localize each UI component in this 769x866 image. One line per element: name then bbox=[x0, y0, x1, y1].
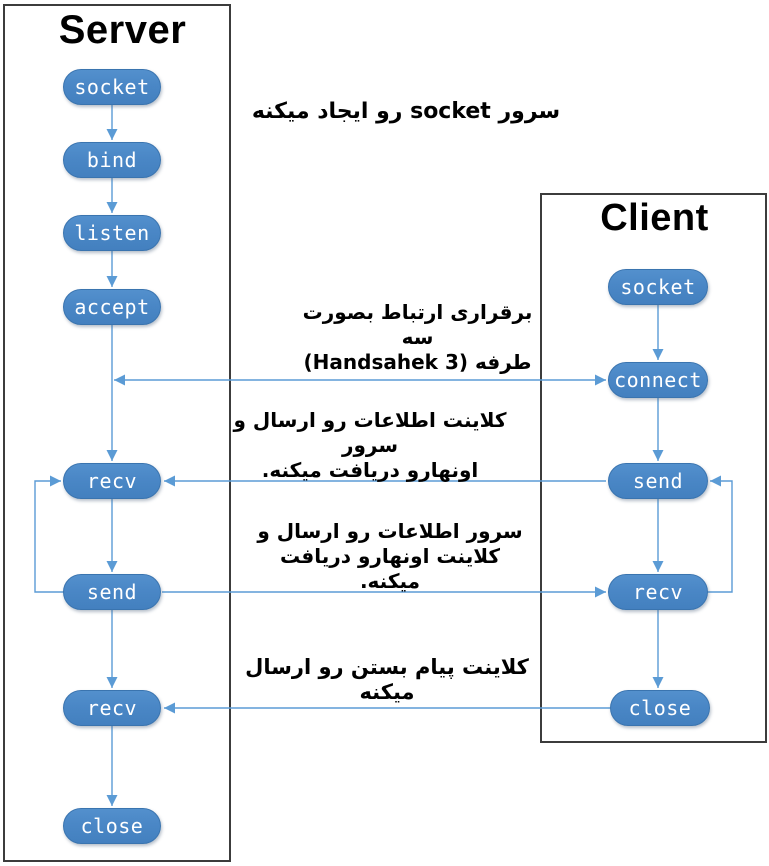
server-node-recv-2: recv bbox=[63, 690, 161, 726]
client-box bbox=[540, 193, 767, 743]
server-node-socket: socket bbox=[63, 69, 161, 105]
note-line: سرور socket رو ایجاد میکنه bbox=[251, 99, 561, 124]
note-line: کلاینت پیام بستن رو ارسال میکنه bbox=[245, 655, 529, 704]
server-box bbox=[3, 4, 231, 862]
client-node-connect: connect bbox=[608, 362, 708, 398]
note-line: کلاینت اونهارو دریافت میکنه. bbox=[279, 544, 501, 593]
arrow-client-loop-recv-to-send bbox=[706, 475, 733, 593]
note-server-creates-socket: سرور socket رو ایجاد میکنه bbox=[231, 98, 581, 125]
arrow-server-loop-send-to-recv bbox=[34, 475, 65, 593]
server-title: Server bbox=[58, 8, 187, 52]
note-line: برقراری ارتباط بصورت سه bbox=[302, 300, 533, 349]
note-line: اونهارو دریافت میکنه. bbox=[261, 458, 479, 482]
note-line: طرفه (3 Handsahek) bbox=[303, 350, 532, 374]
server-node-send: send bbox=[63, 574, 161, 610]
note-client-sends-server-receives: کلاینت اطلاعات رو ارسال و سرور اونهارو د… bbox=[230, 408, 510, 483]
client-title: Client bbox=[600, 197, 709, 239]
client-node-socket: socket bbox=[608, 269, 708, 305]
server-node-accept: accept bbox=[63, 289, 161, 325]
note-line: سرور اطلاعات رو ارسال و bbox=[257, 519, 523, 543]
note-client-sends-close: کلاینت پیام بستن رو ارسال میکنه bbox=[237, 655, 537, 705]
client-node-send: send bbox=[608, 463, 708, 499]
note-three-way-handshake: برقراری ارتباط بصورت سه طرفه (3 Handsahe… bbox=[290, 300, 545, 375]
client-node-recv: recv bbox=[608, 574, 708, 610]
server-node-recv: recv bbox=[63, 463, 161, 499]
note-server-sends-client-receives: سرور اطلاعات رو ارسال و کلاینت اونهارو د… bbox=[250, 519, 530, 594]
note-line: کلاینت اطلاعات رو ارسال و سرور bbox=[233, 408, 507, 457]
server-node-close: close bbox=[63, 808, 161, 844]
server-node-listen: listen bbox=[63, 215, 161, 251]
server-node-bind: bind bbox=[63, 142, 161, 178]
client-node-close: close bbox=[610, 690, 710, 726]
